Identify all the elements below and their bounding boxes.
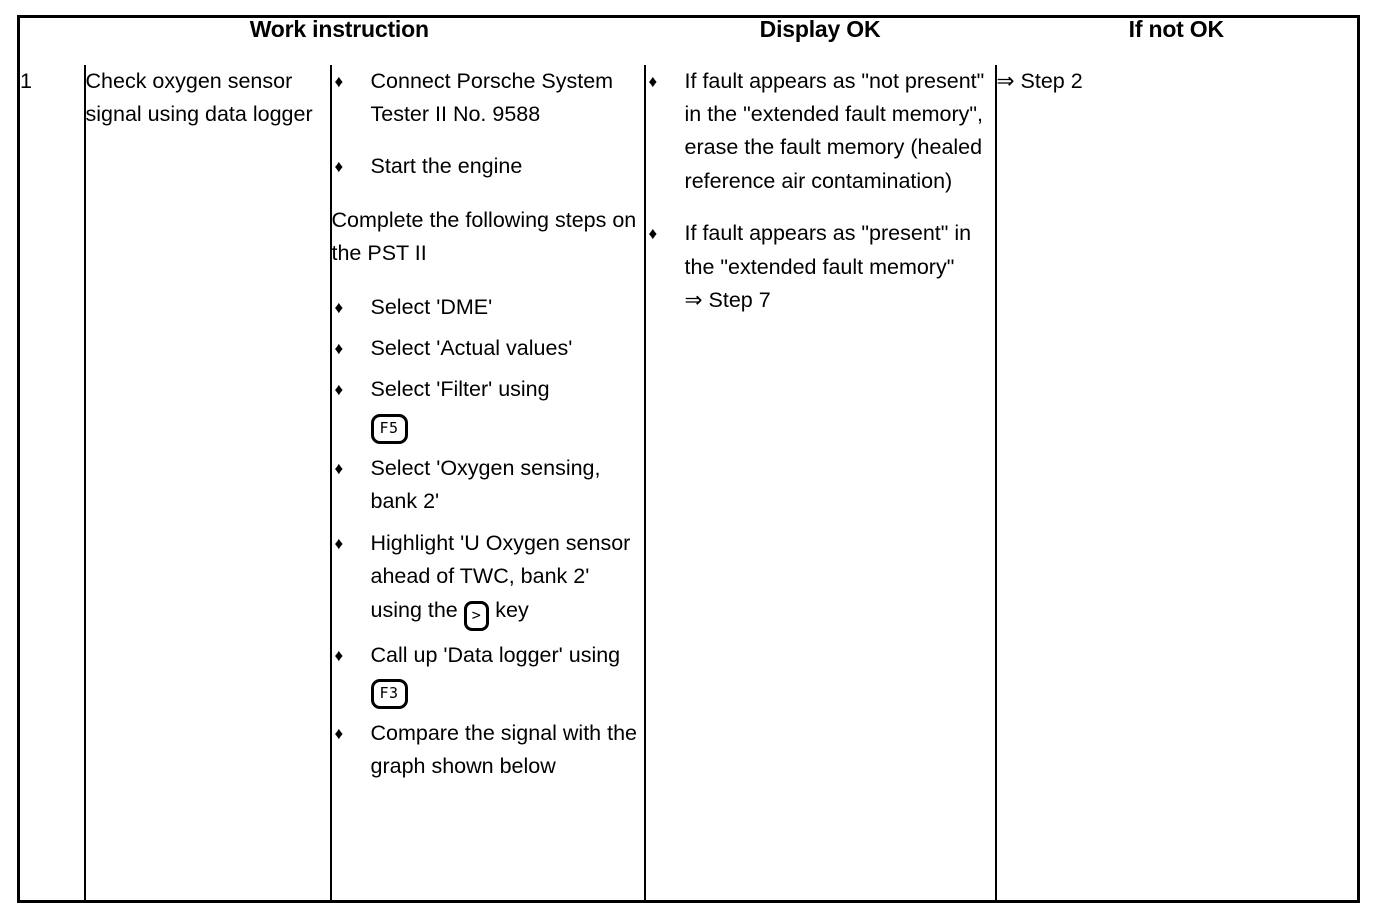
diamond-bullet-icon: ♦ (334, 380, 344, 400)
task-description-text: Check oxygen sensor signal using data lo… (85, 68, 313, 126)
list-item: ♦ Select 'Oxygen sensing, bank 2' (332, 452, 644, 519)
table-header: Work instruction Display OK If not OK (19, 17, 1359, 65)
list-item: ♦ Highlight 'U Oxygen sensor ahead of TW… (332, 527, 644, 631)
list-item-label: Connect Porsche System Tester II No. 958… (370, 68, 614, 126)
diamond-bullet-icon: ♦ (334, 297, 344, 317)
list-item-label: Select 'Filter' using (370, 377, 550, 402)
list-item-label: If fault appears as "present" in the "ex… (684, 221, 972, 279)
list-item-label: Select 'DME' (370, 294, 493, 319)
diamond-bullet-icon: ♦ (334, 339, 344, 359)
list-item-label: If fault appears as "not present" in the… (684, 68, 985, 193)
diamond-bullet-icon: ♦ (334, 458, 344, 478)
step-reference-link[interactable]: ⇒ Step 7 (684, 288, 771, 313)
table-row: 1 Check oxygen sensor signal using data … (19, 64, 1359, 902)
cell-if-not-ok: ⇒ Step 2 (994, 64, 1359, 902)
list-item-label: Start the engine (370, 154, 523, 179)
list-item: ♦ Select 'Filter' using F5 (332, 373, 644, 444)
step-number-value: 1 (20, 68, 32, 93)
steps-note-text: Complete the following steps on the PST … (331, 207, 637, 266)
column-header-display-ok: Display OK (759, 16, 881, 42)
list-item: ♦ If fault appears as "not present" in t… (646, 65, 995, 199)
list-item-label: Call up 'Data logger' using (370, 642, 621, 667)
cell-steps: ♦ Connect Porsche System Tester II No. 9… (329, 64, 645, 902)
list-item-label-suffix: key (495, 597, 529, 622)
list-item-label: Select 'Actual values' (370, 336, 573, 361)
list-item-label: Select 'Oxygen sensing, bank 2' (370, 455, 601, 514)
key-right-arrow-icon[interactable]: > (463, 600, 490, 631)
header-row: Work instruction Display OK If not OK (19, 17, 1359, 65)
list-item: ♦ If fault appears as "present" in the "… (646, 217, 995, 317)
diamond-bullet-icon: ♦ (648, 71, 658, 91)
diamond-bullet-icon: ♦ (334, 157, 344, 177)
cell-display-ok: ♦ If fault appears as "not present" in t… (643, 64, 996, 902)
list-item: ♦ Connect Porsche System Tester II No. 9… (332, 65, 644, 132)
diamond-bullet-icon: ♦ (334, 645, 344, 665)
work-instruction-table: Work instruction Display OK If not OK 1 … (17, 15, 1361, 903)
list-item: ♦ Compare the signal with the graph show… (332, 717, 644, 784)
list-item: ♦ Select 'Actual values' (332, 332, 644, 365)
key-f5-icon[interactable]: F5 (370, 413, 408, 444)
diamond-bullet-icon: ♦ (334, 723, 344, 743)
diamond-bullet-icon: ♦ (334, 533, 344, 553)
list-item: ♦ Select 'DME' (332, 291, 644, 324)
column-header-if-not-ok: If not OK (1128, 16, 1224, 42)
step-reference-link[interactable]: ⇒ Step 2 (996, 68, 1083, 93)
key-f3-icon[interactable]: F3 (370, 678, 408, 709)
list-item: ♦ Call up 'Data logger' using F3 (332, 639, 644, 709)
list-item: ♦ Start the engine (332, 150, 644, 183)
list-item-label: Compare the signal with the graph shown … (370, 720, 638, 779)
list-item-label: Highlight 'U Oxygen sensor ahead of TWC,… (370, 530, 631, 622)
diamond-bullet-icon: ♦ (648, 224, 658, 244)
diamond-bullet-icon: ♦ (334, 71, 344, 91)
cell-task-description: Check oxygen sensor signal using data lo… (83, 64, 331, 902)
column-header-work-instruction: Work instruction (249, 16, 429, 42)
steps-list-group-two: ♦ Select 'DME' ♦ Select 'Actual values' … (332, 291, 644, 784)
display-ok-list: ♦ If fault appears as "not present" in t… (646, 65, 995, 318)
table-body: 1 Check oxygen sensor signal using data … (19, 64, 1359, 902)
cell-step-number: 1 (19, 65, 85, 902)
steps-list-group-one: ♦ Connect Porsche System Tester II No. 9… (332, 65, 644, 184)
